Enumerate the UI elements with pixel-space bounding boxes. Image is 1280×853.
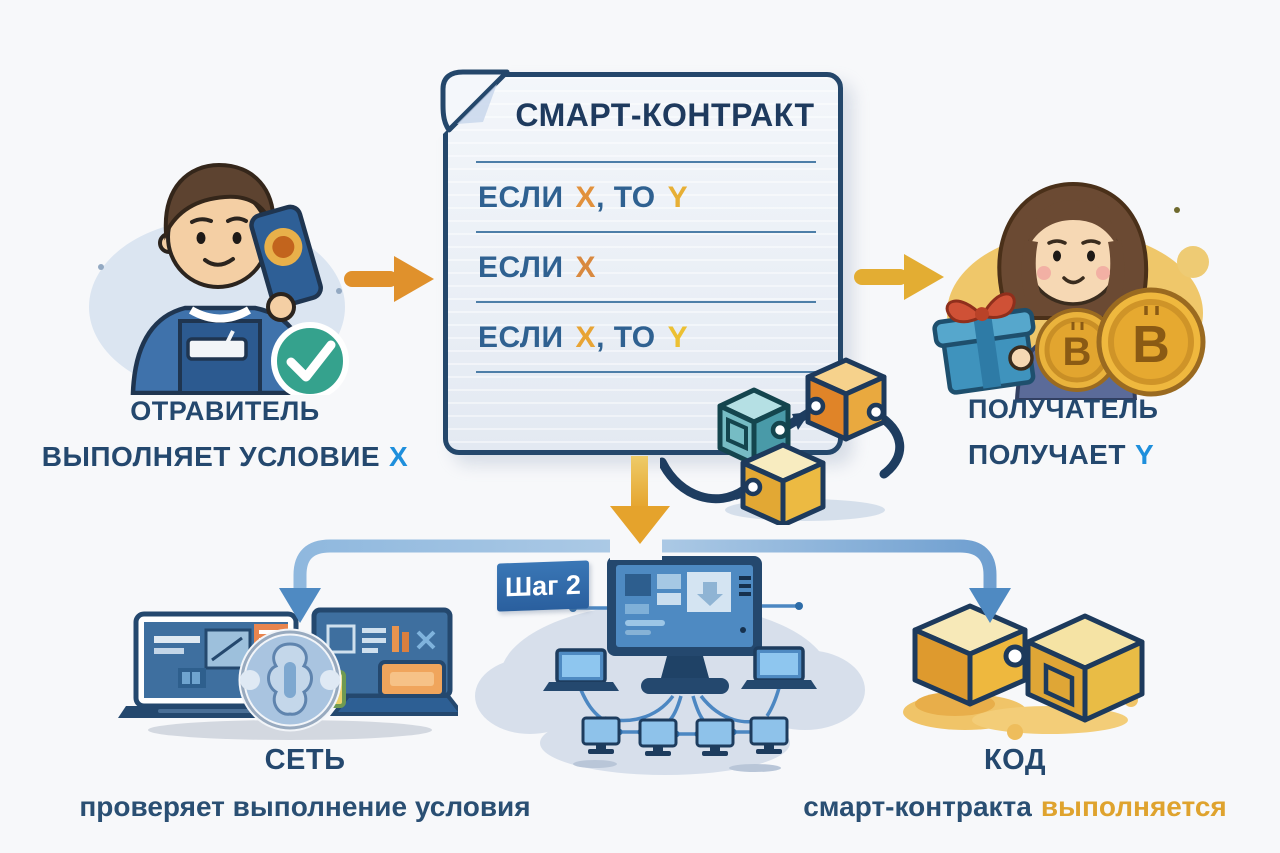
contract-rule-row: ЕСЛИ X [478, 235, 824, 301]
code-subtitle-text: смарт-контракта [803, 790, 1032, 822]
arrow-sender-to-contract-icon [344, 256, 434, 302]
hub-monitor [607, 556, 762, 694]
code-subtitle-highlight: выполняется [1040, 790, 1227, 822]
bracket-arrowhead-right [969, 588, 1011, 623]
recipient-smile [1062, 276, 1085, 285]
code-block-icon [1025, 613, 1145, 723]
laptop-icon [741, 646, 817, 689]
rule-keyword-then: , ТО [596, 181, 656, 214]
rule-keyword: ЕСЛИ [478, 181, 564, 214]
sender-avatar [130, 162, 323, 395]
network-subtitle: проверяет выполнение условия [79, 790, 531, 822]
network-devices-illustration [118, 607, 458, 740]
recipient-fringe [1028, 200, 1118, 248]
step-badge: Шаг 2 [497, 560, 589, 612]
node-monitor-icon [638, 718, 678, 756]
recipient-subtitle-text: ПОЛУЧАЕТ [968, 439, 1126, 471]
rule-keyword: ЕСЛИ [478, 321, 564, 354]
sender-hand [266, 292, 296, 322]
rule-result-y: Y [667, 181, 689, 214]
bitcoin-coin-small-icon: B [1035, 308, 1119, 392]
contract-separator [476, 301, 816, 303]
recipient-illustration: B B [932, 181, 1209, 400]
laptop-icon [543, 648, 619, 691]
code-block-icon [912, 603, 1028, 707]
blockchain-cubes-illustration [660, 357, 905, 525]
bracket-arrowhead-left [279, 588, 321, 623]
contract-separator [476, 231, 816, 233]
rule-condition-x: X [575, 251, 597, 284]
recipient-result-y: Y [1134, 439, 1155, 471]
network-emblem-icon [238, 628, 342, 732]
rule-condition-x: X [575, 181, 597, 214]
rule-result-y: Y [667, 321, 689, 354]
bitcoin-coin-large-icon: B [1096, 287, 1206, 397]
chain-link [660, 457, 749, 504]
rule-condition-x: X [575, 321, 597, 354]
document-fold-corner [435, 64, 513, 142]
cube-orange-icon [805, 357, 887, 442]
sender-title: ОТРАВИТЕЛЬ [130, 396, 320, 426]
node-monitor-icon [695, 718, 735, 756]
split-bracket-arrow [279, 534, 1011, 623]
rule-keyword: ЕСЛИ [478, 251, 564, 284]
sender-condition-x: X [389, 441, 409, 473]
recipient-title: ПОЛУЧАТЕЛЬ [968, 394, 1159, 424]
svg-text:B: B [1132, 316, 1170, 374]
contract-title: СМАРТ-КОНТРАКТ [515, 97, 815, 133]
network-hub-illustration [475, 556, 865, 775]
svg-text:B: B [1063, 330, 1092, 374]
contract-rule-row: ЕСЛИ X, ТО Y [478, 165, 824, 231]
gift-box-icon [932, 292, 1036, 395]
recipient-hand [1008, 345, 1034, 371]
cube-yellow-icon [740, 442, 826, 525]
shirt-pocket [186, 337, 248, 361]
phone [249, 204, 323, 309]
code-blocks-illustration [903, 603, 1145, 740]
check-badge-icon [271, 322, 349, 395]
sender-smile [203, 257, 235, 267]
step-badge-label: Шаг 2 [505, 569, 581, 602]
node-monitor-icon [581, 716, 621, 754]
contract-separator [476, 371, 816, 373]
sender-illustration [89, 162, 349, 395]
rule-keyword-then: , ТО [596, 321, 656, 354]
code-title: КОД [983, 744, 1047, 776]
arrow-contract-to-recipient-icon [854, 254, 944, 300]
contract-rule-row: ЕСЛИ X, ТО Y [478, 305, 824, 371]
collar [188, 306, 252, 323]
sender-subtitle-text: ВЫПОЛНЯЕТ УСЛОВИЕ [41, 441, 381, 473]
network-caption: СЕТЬ проверяет выполнение условия [35, 740, 575, 826]
network-title: СЕТЬ [264, 744, 346, 776]
arrow-contract-down-icon [610, 456, 670, 544]
node-monitor-icon [749, 716, 789, 754]
contract-separator [476, 161, 816, 163]
